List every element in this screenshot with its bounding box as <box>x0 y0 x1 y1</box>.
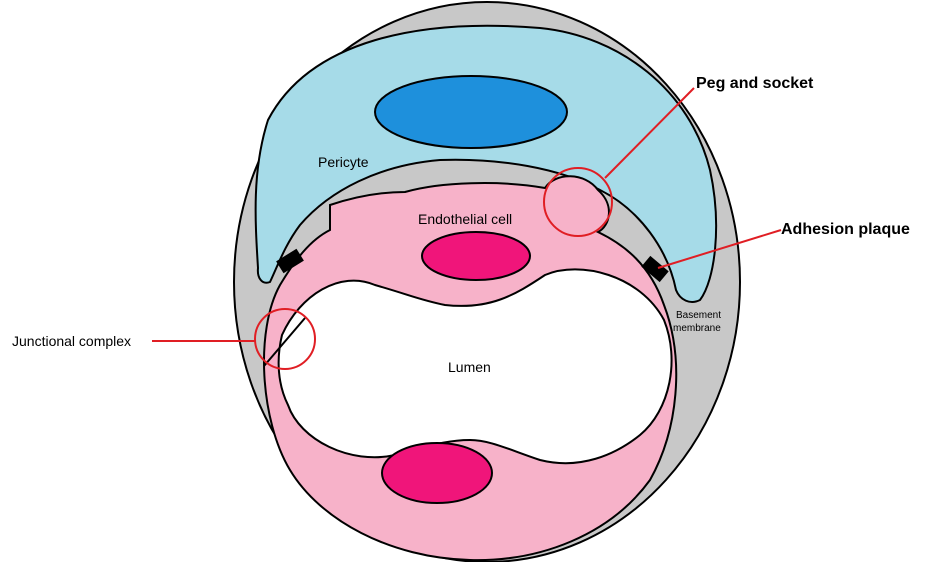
peg-and-socket-label: Peg and socket <box>696 75 814 92</box>
basement-membrane-label-line2: membrane <box>673 323 721 334</box>
pericyte-label: Pericyte <box>318 154 369 170</box>
pericyte-nucleus <box>375 76 567 148</box>
lumen-label: Lumen <box>448 359 491 375</box>
adhesion-plaque-label: Adhesion plaque <box>781 221 910 238</box>
junctional-complex-label: Junctional complex <box>12 333 131 349</box>
endothelial-nucleus-top <box>422 232 530 280</box>
endothelial-nucleus-bottom <box>382 443 492 503</box>
basement-membrane-label-line1: Basement <box>676 310 721 321</box>
endothelial-cell-label: Endothelial cell <box>418 211 512 227</box>
